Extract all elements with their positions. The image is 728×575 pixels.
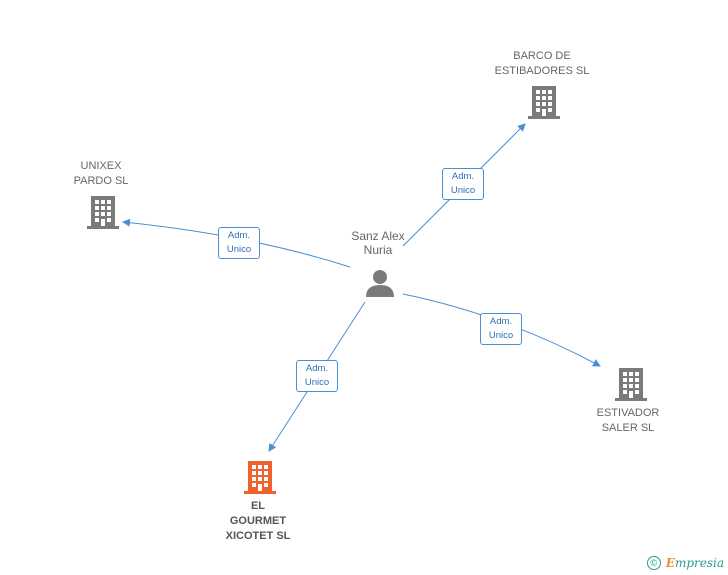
company-label-unixex[interactable]: UNIXEX PARDO SL: [74, 159, 129, 189]
role-barco-line1: Adm.: [451, 171, 475, 182]
role-badge-unixex[interactable]: Adm. Unico: [218, 227, 260, 259]
company-label-estivador[interactable]: ESTIVADOR SALER SL: [597, 406, 660, 436]
company-unixex-line1: UNIXEX: [80, 160, 122, 172]
role-gourmet-line2: Unico: [304, 377, 330, 388]
company-gourmet-line3: XICOTET SL: [225, 530, 291, 542]
building-icon-gourmet[interactable]: [244, 459, 276, 495]
building-icon-unixex[interactable]: [87, 194, 119, 230]
company-barco-line1: BARCO DE: [513, 50, 571, 62]
person-name-line2: Nuria: [363, 243, 393, 257]
role-gourmet-line1: Adm.: [305, 363, 329, 374]
person-name: Sanz Alex Nuria: [351, 229, 404, 257]
person-name-line1: Sanz Alex: [351, 229, 405, 243]
company-barco-line2: ESTIBADORES SL: [494, 65, 590, 77]
company-estivador-line2: SALER SL: [601, 422, 655, 434]
role-barco-line2: Unico: [450, 185, 476, 196]
role-badge-gourmet[interactable]: Adm. Unico: [296, 360, 338, 392]
brand-initial: E: [665, 556, 675, 570]
company-unixex-line2: PARDO SL: [73, 175, 129, 187]
role-unixex-line2: Unico: [226, 244, 252, 255]
copyright-icon: ©: [646, 556, 661, 570]
company-gourmet-line2: GOURMET: [229, 515, 287, 527]
company-label-barco[interactable]: BARCO DE ESTIBADORES SL: [495, 49, 590, 79]
company-estivador-line1: ESTIVADOR: [596, 407, 660, 419]
building-icon-barco[interactable]: [528, 84, 560, 120]
person-icon[interactable]: [365, 268, 395, 298]
brand-rest: mpresia: [674, 556, 724, 570]
company-gourmet-line1: EL: [250, 500, 266, 512]
role-badge-barco[interactable]: Adm. Unico: [442, 168, 484, 200]
footer-brand: © Empresia: [646, 556, 724, 570]
brand-logo[interactable]: Empresia: [666, 556, 724, 570]
role-badge-estivador[interactable]: Adm. Unico: [480, 313, 522, 345]
company-label-gourmet[interactable]: EL GOURMET XICOTET SL: [226, 499, 291, 544]
building-icon-estivador[interactable]: [615, 366, 647, 402]
role-estivador-line2: Unico: [488, 330, 514, 341]
role-unixex-line1: Adm.: [227, 230, 251, 241]
role-estivador-line1: Adm.: [489, 316, 513, 327]
